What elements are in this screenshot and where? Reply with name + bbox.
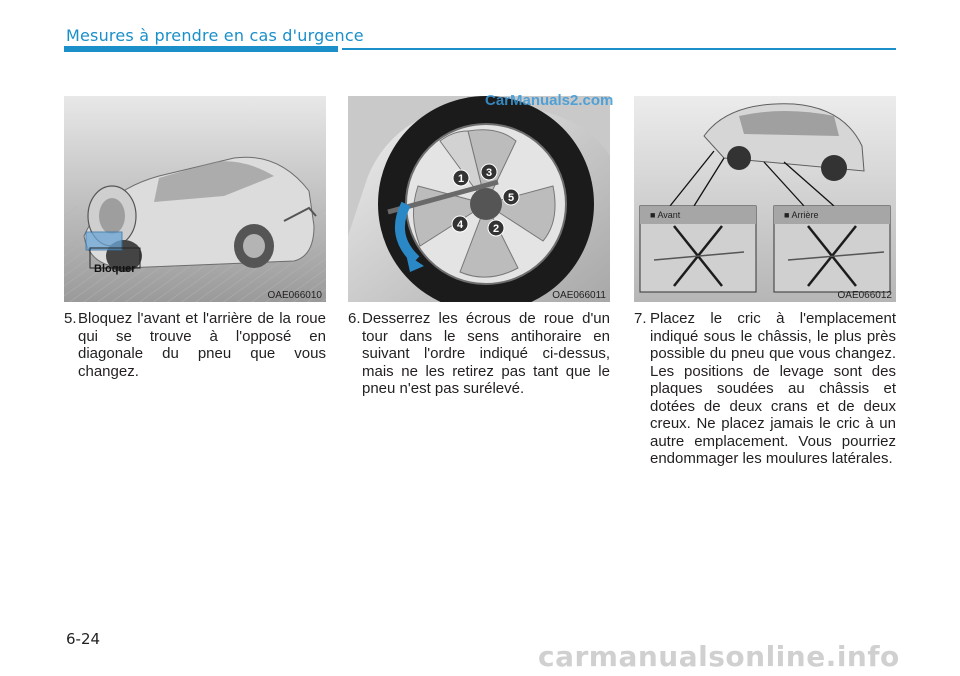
rear-position-tag: ■ Arrière	[784, 210, 819, 220]
watermark-top: CarManuals2.com	[485, 92, 614, 109]
nut-number-2: 2	[493, 223, 499, 235]
nut-number-1: 1	[458, 173, 464, 185]
figure-code: OAE066010	[267, 290, 323, 301]
figure-wheel-blocks: Bloquer OAE066010	[64, 96, 326, 302]
step-number: 7.	[634, 310, 647, 327]
step-5: 5. Bloquez l'avant et l'arrière de la ro…	[64, 310, 326, 380]
header-rule-thin	[342, 48, 896, 50]
page-number: 6-24	[66, 630, 101, 648]
section-title: Mesures à prendre en cas d'urgence	[66, 26, 364, 45]
wheel-block-label: Bloquer	[94, 263, 136, 275]
nut-number-3: 3	[486, 167, 492, 179]
jack-position-illustration	[634, 96, 896, 302]
step-7: 7. Placez le cric à l'emplacement indiqu…	[634, 310, 896, 468]
watermark-bottom: carmanualsonline.info	[538, 640, 900, 673]
nut-number-5: 5	[508, 192, 514, 204]
front-position-tag: ■ Avant	[650, 210, 681, 220]
wheel-lug-nut-illustration: 1 2 3 4 5	[348, 96, 610, 302]
car-blocked-illustration	[64, 96, 326, 302]
step-text: Bloquez l'avant et l'arrière de la roue …	[78, 310, 326, 380]
figure-lug-nuts: 1 2 3 4 5 OAE066011	[348, 96, 610, 302]
nut-number-4: 4	[457, 219, 464, 231]
step-6: 6. Desserrez les écrous de roue d'un tou…	[348, 310, 610, 398]
step-text: Placez le cric à l'emplacement indiqué s…	[650, 310, 896, 467]
figure-code: OAE066012	[837, 290, 893, 301]
step-number: 5.	[64, 310, 77, 327]
header-rule-thick	[64, 46, 338, 52]
step-text: Desserrez les écrous de roue d'un tour d…	[362, 310, 610, 397]
figure-jack-points: ■ Avant ■ Arrière OAE066012	[634, 96, 896, 302]
step-number: 6.	[348, 310, 361, 327]
figure-code: OAE066011	[552, 290, 606, 301]
